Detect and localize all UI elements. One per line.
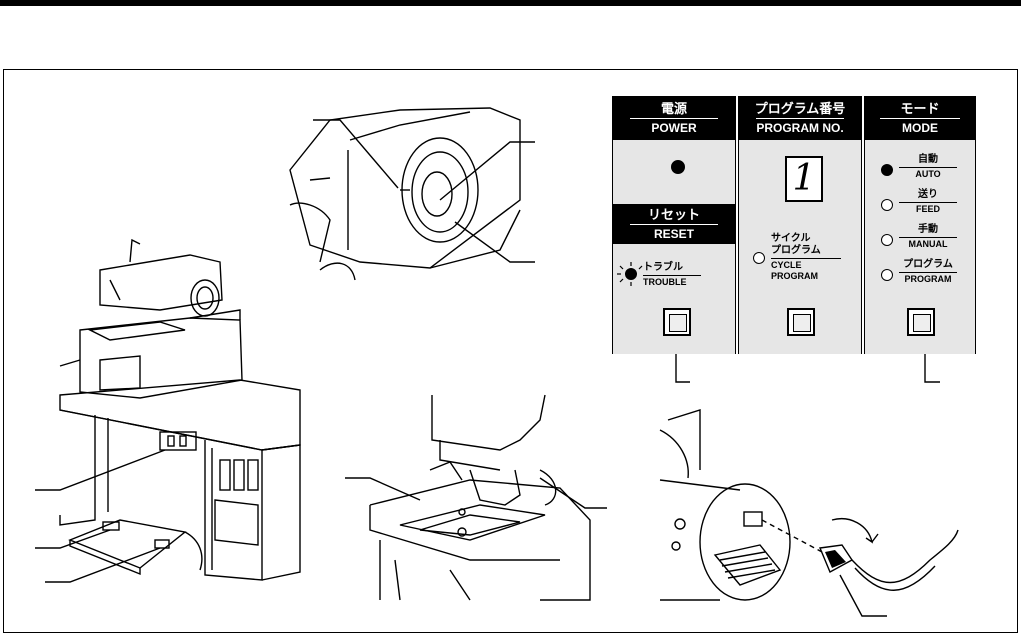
reset-button[interactable] [663,308,691,336]
program-lamp [881,269,893,281]
power-label-jp: 電源 [660,101,687,116]
power-header: 電源 POWER [613,96,735,140]
power-column: 電源 POWER リセット RESET トラブル TROUBLE [612,96,736,354]
auto-lamp [881,164,893,176]
figure-frame [3,69,1018,633]
power-label-en: POWER [651,121,697,135]
feed-lamp [881,199,893,211]
program-no-column: プログラム番号 PROGRAM NO. 1 サイクル プログラム CYCLE P… [738,96,862,354]
machine-on-table [35,238,301,583]
top-rule [0,0,1021,6]
reset-label-jp: リセット [647,207,700,222]
trouble-blink-icon [617,262,643,286]
mode-label-jp: モード [900,101,940,116]
mode-column: モード MODE 自動 AUTO 送り FEED 手動 MANUAL [864,96,976,354]
mode-header: モード MODE [865,96,975,140]
cycle-program-label: サイクル プログラム CYCLE PROGRAM [771,233,841,282]
cycle-program-button[interactable] [787,308,815,336]
manual-lamp [881,234,893,246]
cycle-program-lamp [753,252,765,264]
program-no-header: プログラム番号 PROGRAM NO. [739,96,861,140]
program-no-label-jp: プログラム番号 [754,101,846,116]
program-no-label-en: PROGRAM NO. [756,121,844,135]
machine-head-closeup [289,107,535,281]
trouble-indicator-lamp [625,268,637,280]
motor-connector [659,409,959,617]
clamp-closeup [345,394,607,601]
program-number-display: 1 [785,156,823,202]
mode-button[interactable] [907,308,935,336]
trouble-label: トラブル TROUBLE [643,262,701,288]
control-panel: 電源 POWER リセット RESET トラブル TROUBLE [612,96,976,354]
mode-label-en: MODE [902,121,938,135]
reset-header: リセット RESET [613,204,735,244]
power-indicator-lamp [671,160,685,174]
reset-label-en: RESET [653,227,694,241]
